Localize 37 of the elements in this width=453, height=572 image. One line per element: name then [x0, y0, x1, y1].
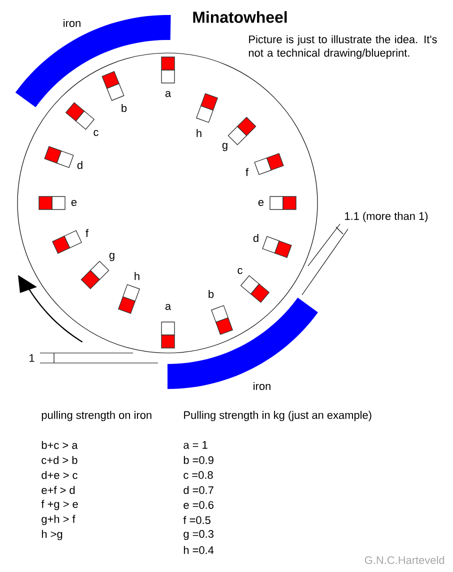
note-text: Picture is just to illustrate the idea. It's not a technical drawing/blueprint.	[248, 35, 437, 59]
dimension-label: 1	[30, 354, 34, 362]
magnet-letter: f	[86, 229, 89, 237]
table-cell: b+c > a	[42, 440, 78, 450]
credit-text: G.N.C.Harteveld	[364, 556, 444, 564]
table-cell: h =0.4	[184, 546, 214, 554]
magnet-letter: a	[165, 304, 172, 310]
table-cell: a = 1	[184, 441, 208, 449]
magnet-letter: c	[94, 130, 98, 136]
title: Minatowheel	[193, 11, 287, 23]
magnet-letter: g	[222, 142, 228, 152]
table-cell: c+d > b	[42, 456, 78, 464]
table-cell: d+e > c	[42, 470, 78, 480]
table-cell: b =0.9	[184, 456, 214, 464]
table-cell: f =0.5	[183, 516, 210, 524]
magnet-letter: b	[208, 290, 214, 298]
dimension-label: 1.1 (more than 1)	[345, 212, 428, 222]
table-cell: g+h > f	[42, 514, 76, 526]
table-cell: pulling strength on iron	[42, 410, 152, 422]
table-cell: e+f > d	[42, 486, 75, 494]
magnet-letter: h	[134, 272, 140, 280]
table-cell: g =0.3	[184, 530, 214, 540]
magnet-letter: e	[71, 200, 77, 206]
table-cell: d =0.7	[184, 486, 214, 494]
magnet-letter: h	[196, 129, 202, 137]
table-cell: f +g > e	[41, 500, 78, 510]
magnet-letter: d	[253, 234, 258, 242]
magnet-letter: e	[258, 200, 264, 206]
table-cell: Pulling strength in kg (just an example)	[184, 410, 372, 422]
table-cell: c =0.8	[184, 471, 213, 479]
magnet-letter: d	[77, 160, 82, 170]
table-cell: e =0.6	[184, 501, 214, 509]
table-cell: h >g	[42, 530, 62, 540]
magnet-letter: g	[109, 252, 114, 262]
magnet-letter: a	[165, 91, 172, 97]
magnet-letter: f	[246, 168, 249, 176]
magnet-letter: c	[238, 268, 242, 274]
